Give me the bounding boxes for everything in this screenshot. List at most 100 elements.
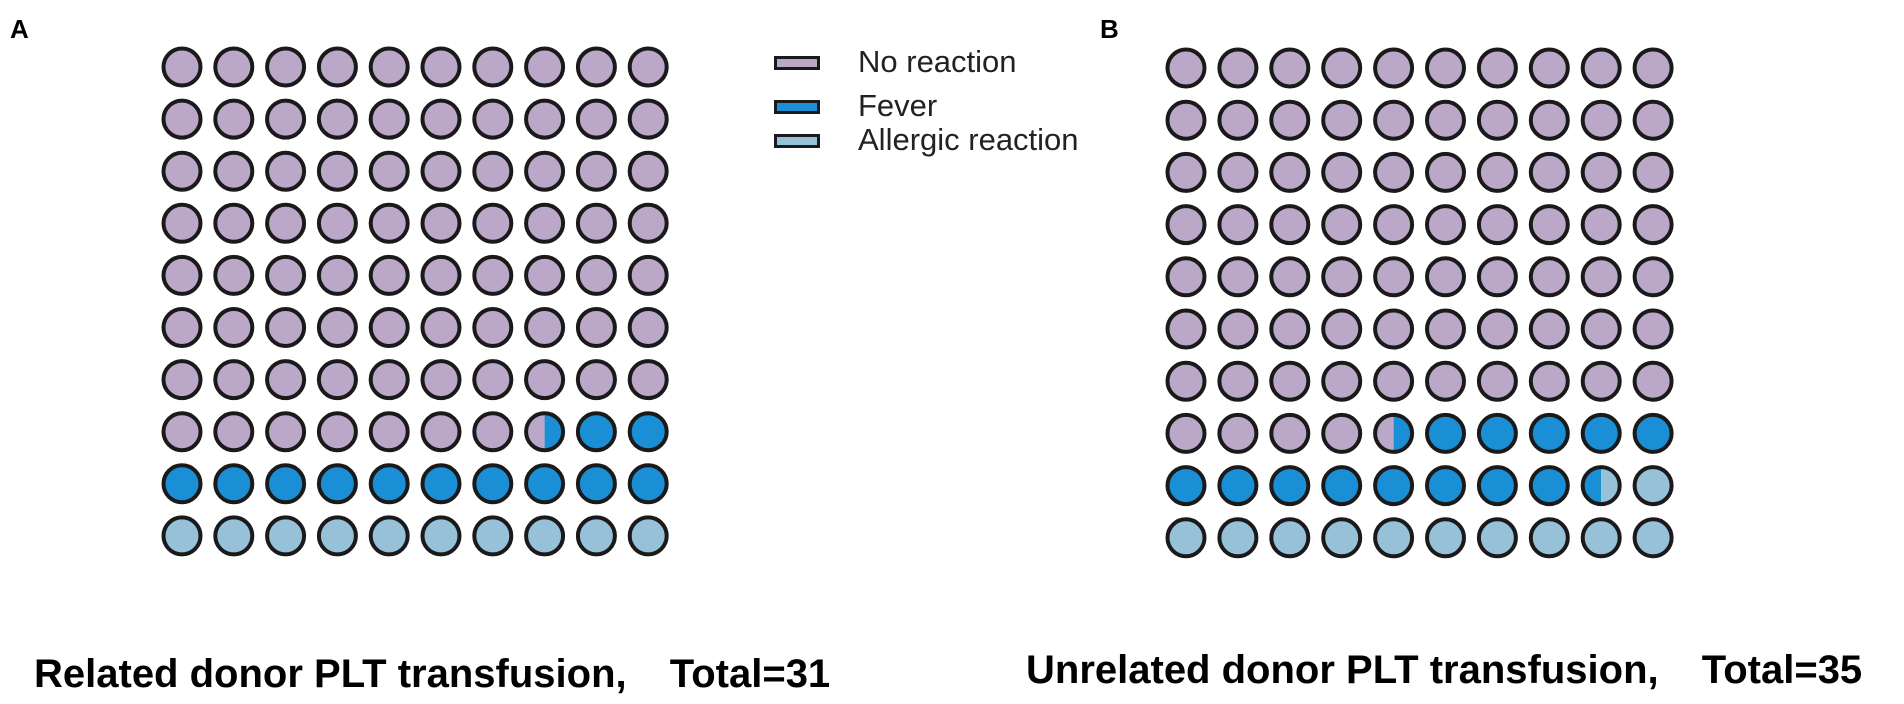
waffle-cell-no-reaction [1165, 151, 1207, 193]
waffle-cell-no-reaction [1165, 412, 1207, 454]
waffle-cell-no-reaction [420, 46, 462, 88]
waffle-cell-no-reaction [472, 359, 514, 401]
waffle-cell-no-reaction [524, 254, 566, 296]
waffle-cell-allergic-reaction [1217, 517, 1259, 559]
waffle-cell-no-reaction [1217, 47, 1259, 89]
waffle-cell-no-reaction [575, 359, 617, 401]
waffle-cell-no-reaction [1580, 360, 1622, 402]
waffle-cell-no-reaction [627, 307, 669, 348]
waffle-cell-no-reaction [265, 359, 307, 401]
waffle-cell-no-reaction [1476, 47, 1518, 89]
waffle-cell-no-reaction [1580, 256, 1622, 298]
waffle-cell-no-reaction [1476, 99, 1518, 141]
waffle-cell-no-reaction [1373, 256, 1415, 298]
waffle-cell-allergic-reaction [627, 515, 669, 557]
waffle-cell-no-reaction [472, 411, 514, 453]
waffle-cell-allergic-reaction [524, 515, 566, 557]
waffle-cell-no-reaction [627, 150, 669, 192]
waffle-cell-no-reaction [265, 202, 307, 244]
waffle-cell-fever [627, 463, 669, 505]
waffle-cell-no-reaction [1269, 47, 1311, 89]
waffle-cell-no-reaction [1580, 47, 1622, 89]
waffle-cell-no-reaction [1217, 412, 1259, 454]
waffle-cell-no-reaction [1632, 308, 1674, 350]
waffle-cell-no-reaction [368, 359, 410, 401]
waffle-cell-no-reaction [472, 254, 514, 296]
waffle-cell-no-reaction [1165, 256, 1207, 298]
waffle-cell-no-reaction [265, 307, 307, 348]
waffle-cell-no-reaction [1321, 47, 1363, 89]
waffle-cell-no-reaction [1632, 256, 1674, 298]
waffle-cell-no-reaction [420, 202, 462, 244]
waffle-cell-no-reaction [1476, 151, 1518, 193]
waffle-cell-fever [368, 463, 410, 505]
waffle-cell-no-reaction [316, 150, 358, 192]
waffle-cell-no-reaction [161, 254, 203, 296]
caption-b: Unrelated donor PLT transfusion, Total=3… [1026, 648, 1862, 693]
waffle-cell-no-reaction [1528, 360, 1570, 402]
waffle-cell-no-reaction [524, 202, 566, 244]
waffle-cell-no-reaction [1165, 360, 1207, 402]
waffle-cell-no-reaction [472, 307, 514, 348]
legend-label-allergic-reaction: Allergic reaction [858, 122, 1079, 157]
waffle-cell-no-reaction [1269, 412, 1311, 454]
waffle-cell-no-reaction [1217, 308, 1259, 350]
waffle-cell-no-reaction [316, 411, 358, 453]
waffle-cell-allergic-reaction [213, 515, 255, 557]
waffle-cell-no-reaction [627, 359, 669, 401]
waffle-cell-no-reaction [1321, 412, 1363, 454]
waffle-cell-no-reaction [1425, 204, 1466, 246]
panel-label-b: B [1100, 14, 1119, 44]
waffle-cell-no-reaction [1425, 99, 1466, 141]
waffle-cell-no-reaction [1425, 47, 1466, 89]
waffle-cell-no-reaction [1528, 99, 1570, 141]
waffle-cell-no-reaction [1165, 99, 1207, 141]
waffle-cell-no-reaction [1217, 256, 1259, 298]
caption-a: Related donor PLT transfusion, Total=31 [34, 652, 830, 697]
waffle-cell-allergic-reaction [316, 515, 358, 557]
waffle-cell-no-reaction [1476, 204, 1518, 246]
waffle-cell-no-reaction [1373, 308, 1415, 350]
waffle-cell-no-reaction [368, 411, 410, 453]
waffle-cell-fever [1580, 412, 1622, 454]
waffle-cell-allergic-reaction [1373, 517, 1415, 559]
waffle-cell-no-reaction [1632, 204, 1674, 246]
waffle-cell-no-reaction [575, 254, 617, 296]
waffle-cell-no-reaction [1269, 308, 1311, 350]
waffle-cell-no-reaction [316, 254, 358, 296]
waffle-cell-no-reaction [1373, 151, 1415, 193]
waffle-cell-no-reaction [368, 307, 410, 348]
waffle-cell-no-reaction [316, 307, 358, 348]
waffle-cell-no-reaction [161, 98, 203, 140]
waffle-cell-no-reaction [627, 98, 669, 140]
waffle-cell-no-reaction [1425, 256, 1466, 298]
waffle-cell-no-reaction [1269, 256, 1311, 298]
waffle-cell-no-reaction [1217, 204, 1259, 246]
waffle-cell-fever [1528, 412, 1570, 454]
waffle-cell-no-reaction [1528, 256, 1570, 298]
waffle-cell-allergic-reaction [368, 515, 410, 557]
waffle-cell-no-reaction [1321, 99, 1363, 141]
waffle-cell-fever [1165, 465, 1207, 507]
waffle-cell-no-reaction [1373, 99, 1415, 141]
caption-b-total: Total=35 [1701, 648, 1863, 692]
waffle-cell-no-reaction [420, 150, 462, 192]
waffle-cell-allergic-reaction [1632, 517, 1674, 559]
waffle-cell-no-reaction [420, 411, 462, 453]
waffle-cell-no-reaction [1632, 151, 1674, 193]
waffle-cell-no-reaction [1165, 308, 1207, 350]
waffle-cell-no-reaction [316, 359, 358, 401]
waffle-cell-no-reaction [472, 98, 514, 140]
waffle-cell-no-reaction [1373, 47, 1415, 89]
waffle-cell-fever [1476, 465, 1518, 507]
waffle-cell-no-reaction [1632, 47, 1674, 89]
waffle-cell-no-reaction [368, 202, 410, 244]
waffle-cell-fever [316, 463, 358, 505]
waffle-cell-no-reaction [1269, 204, 1311, 246]
waffle-cell-no-reaction [368, 150, 410, 192]
waffle-cell-no-reaction [575, 46, 617, 88]
waffle-cell-no-reaction [213, 98, 255, 140]
caption-b-title: Unrelated donor PLT transfusion, [1026, 648, 1659, 692]
waffle-cell-fever [575, 463, 617, 505]
waffle-cell-no-reaction [213, 202, 255, 244]
